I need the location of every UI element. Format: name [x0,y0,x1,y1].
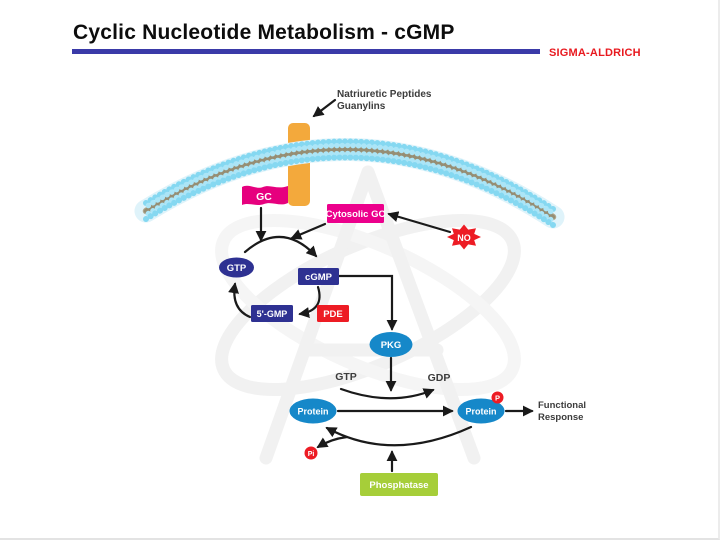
membrane-head-row-bottom-inner [143,150,556,224]
gtp-label: GTP [227,263,247,274]
no-label: NO [457,233,471,243]
membrane-gc-ribbon [242,185,288,205]
membrane-lipid-tails-texture [143,147,556,220]
arrow-no-to-cytosolic-gc [387,211,452,234]
page-title: Cyclic Nucleotide Metabolism - cGMP [73,21,455,44]
5gmp-label: 5'-GMP [257,309,288,319]
ligand-label-line2: Guanylins [337,101,386,112]
gtp-ellipse [219,257,254,278]
arrow-cgmp-to-5gmp [298,285,321,318]
plasma-membrane [134,138,565,229]
arrow-5gmp-to-gtp [228,282,252,319]
sigma-aldrich-logo-text: SIGMA-ALDRICH [549,47,641,59]
phosphate-badge [491,391,504,404]
5gmp-box [251,305,293,322]
phospho-protein-ellipse [457,398,505,424]
sigma-watermark-logo [215,165,521,465]
arrow-gtp-to-cgmp [243,235,318,258]
pkg-label: PKG [381,340,402,351]
arrow-dephosphorylation-return [325,425,473,447]
arrow-gtp-to-gdp [339,387,435,400]
protein-label: Protein [297,407,328,417]
cgmp-label: cGMP [305,272,333,283]
title-underline-rule [72,49,540,54]
pkg-ellipse [369,332,413,357]
functional-response-line1: Functional [538,400,586,411]
protein-ellipse [289,398,337,424]
arrow-ligand-to-receptor [312,98,337,118]
inorganic-phosphate-label: Pi [308,451,315,458]
arrow-pi-release [316,435,349,449]
pde-box [317,305,349,322]
arrow-cgmp-to-pkg [337,274,398,331]
arrow-cytosolic-gc-down [290,222,327,240]
cytosolic-gc-box [327,204,384,223]
phospho-protein-label: Protein [465,407,496,417]
pde-label: PDE [323,309,343,320]
no-starburst [447,224,481,250]
membrane-head-row-bottom-outer [143,154,556,228]
pathway-arrows [228,98,534,473]
functional-response-line2: Response [538,412,583,423]
phosphate-badge-label: P [495,394,500,403]
membrane-head-row-top-inner [143,142,556,216]
phosphatase-box [360,473,438,496]
membrane-gc-label: GC [256,191,272,203]
gdp-cofactor-label: GDP [428,372,451,384]
cgmp-box [298,268,339,285]
phosphatase-label: Phosphatase [369,480,428,491]
gtp-cofactor-label: GTP [335,371,357,383]
membrane-head-row-top-outer [143,138,556,212]
ligand-label-line1: Natriuretic Peptides [337,89,432,100]
inorganic-phosphate-badge [304,446,318,460]
cytosolic-gc-label: Cytosolic GC [326,209,386,220]
